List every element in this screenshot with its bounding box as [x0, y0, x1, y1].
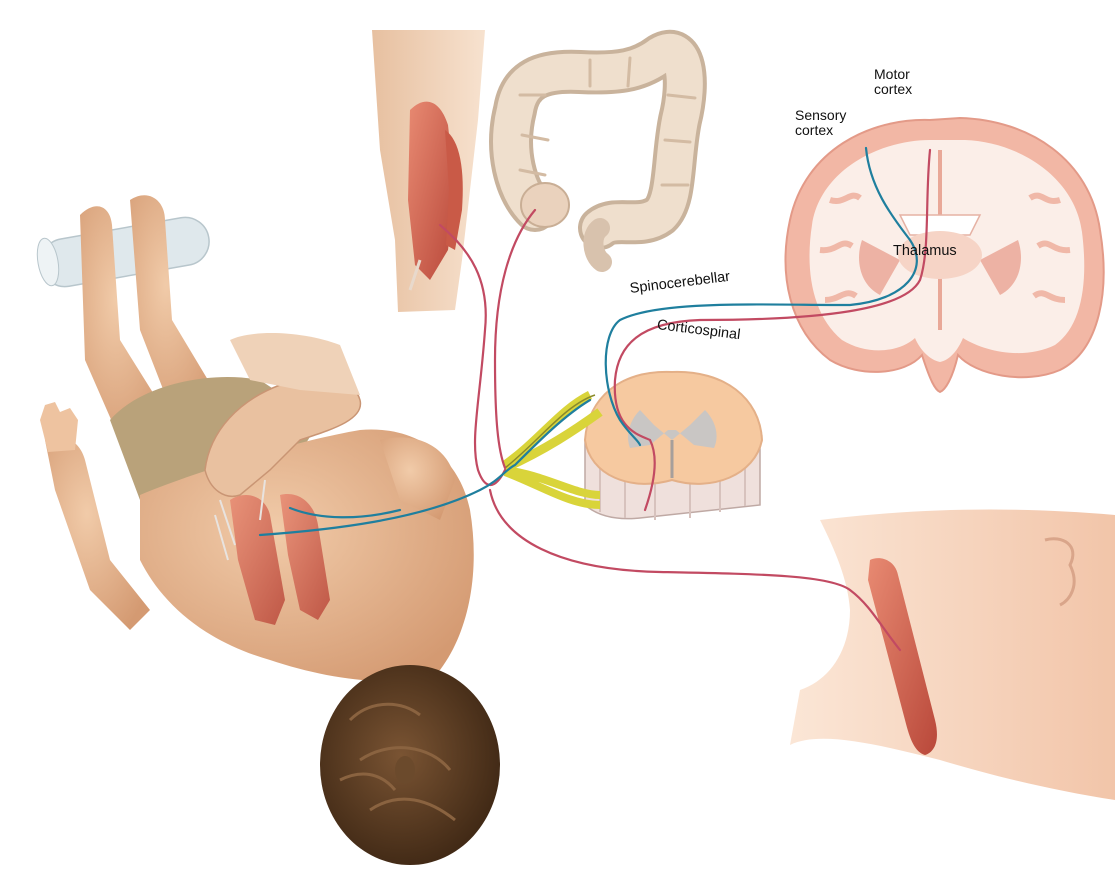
neck-illustration — [790, 510, 1115, 800]
colon-illustration — [511, 52, 695, 262]
sensory-cortex-label: Sensory cortex — [795, 108, 846, 138]
foam-roll — [34, 214, 213, 291]
spinal-cord-cross-section — [585, 372, 762, 520]
motor-path-colon — [495, 210, 535, 468]
thalamus-label: Thalamus — [893, 244, 957, 259]
thigh-illustration — [372, 30, 485, 312]
motor-cortex-label: Motor cortex — [874, 67, 912, 97]
motor-path-neck — [490, 490, 900, 650]
